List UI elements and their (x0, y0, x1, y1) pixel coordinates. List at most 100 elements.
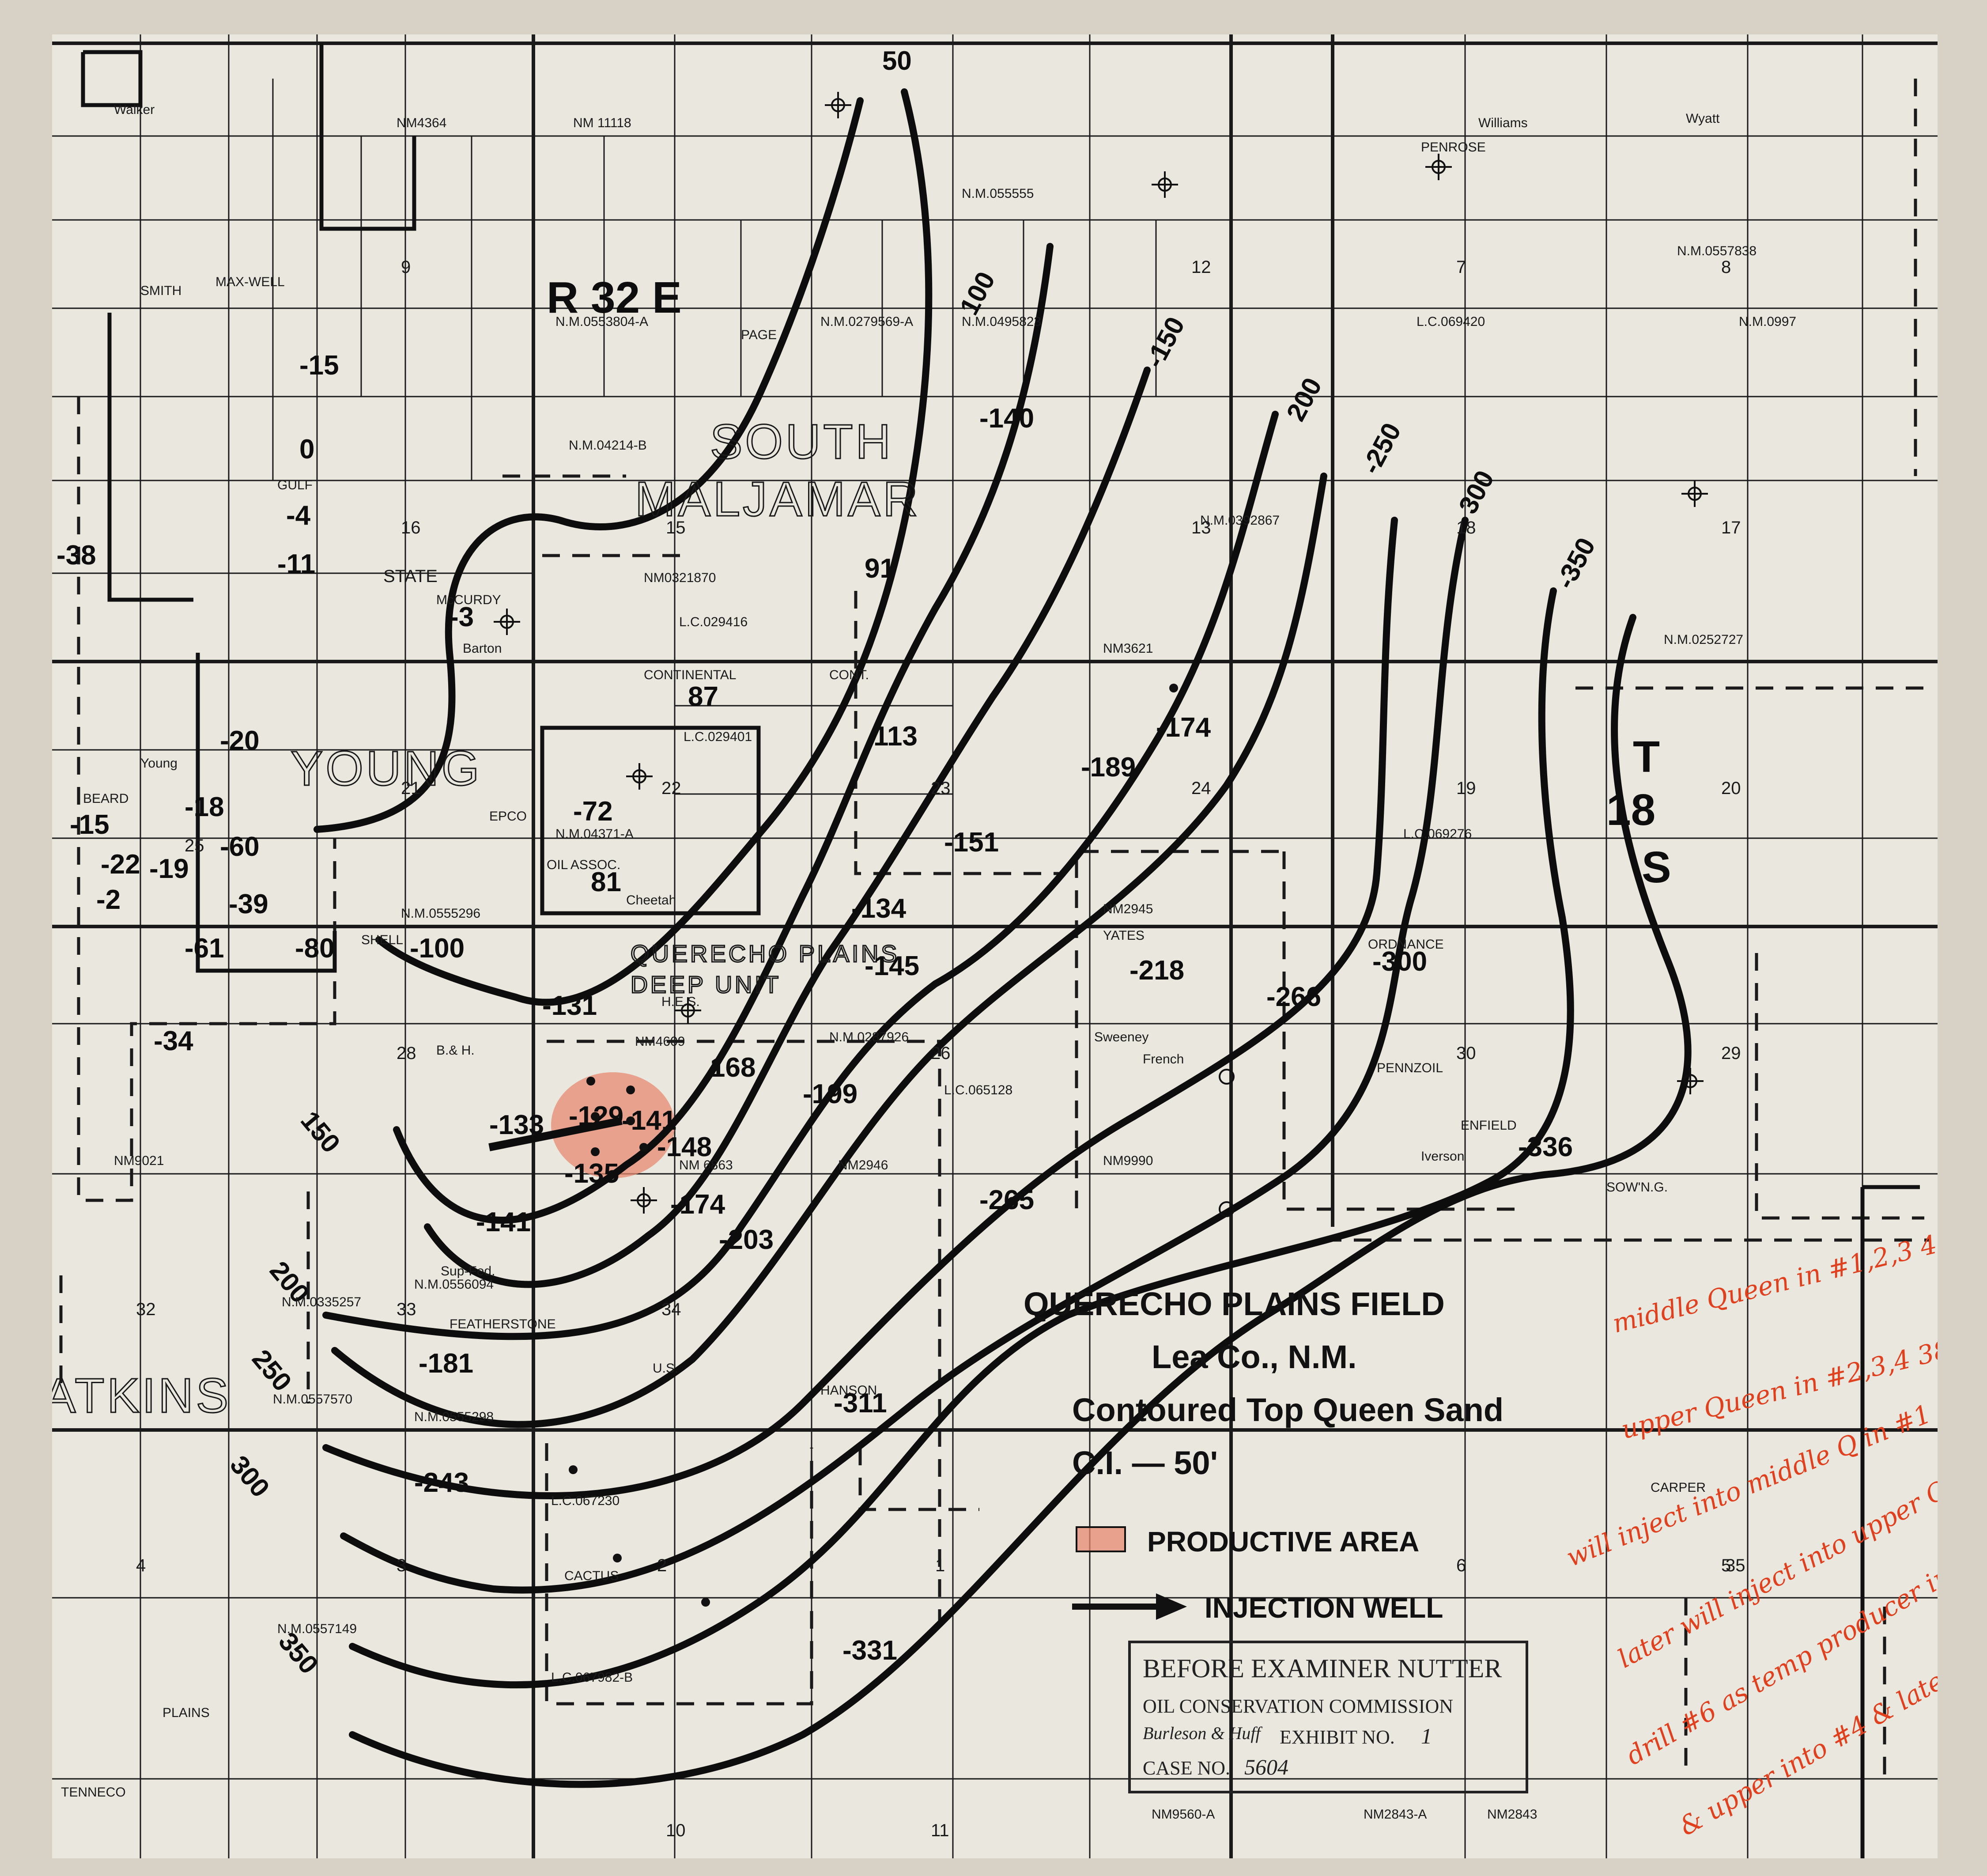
lease-label: NM0321870 (644, 571, 716, 585)
well-value: -19 (149, 854, 189, 884)
well-value: -18 (185, 792, 224, 822)
examiner-stamp: BEFORE EXAMINER NUTTER OIL CONSERVATION … (1128, 1641, 1528, 1793)
operator-label: FEATHERSTONE (450, 1317, 556, 1331)
section-number: 19 (1456, 779, 1476, 798)
operator-label: MAX-WELL (215, 275, 285, 289)
stamp-case-no: 5604 (1244, 1755, 1288, 1779)
lease-label: NM4609 (635, 1034, 685, 1049)
map-sheet: 50 100 -150 200 -250 300 -350 150 200 25… (52, 34, 1938, 1858)
section-number: 17 (1721, 518, 1741, 537)
operator-label: STATE (383, 567, 438, 586)
legend-productive-label: PRODUCTIVE AREA (1147, 1526, 1419, 1558)
stamp-case-label: CASE NO. (1143, 1757, 1230, 1779)
operator-labels: Walker Williams Wyatt PENROSE SMITH MAX-… (61, 102, 1720, 1800)
well-value: -199 (803, 1079, 858, 1109)
well-value: -148 (657, 1132, 712, 1162)
stamp-exhibit-label: EXHIBIT NO. (1280, 1726, 1395, 1748)
operator-label: PENNZOIL (1377, 1061, 1443, 1075)
lease-label: N.M.055555 (962, 186, 1034, 201)
well-value: -203 (719, 1225, 774, 1255)
section-number: 5 (1721, 1556, 1731, 1575)
well-value: -243 (414, 1468, 469, 1498)
well-value: -39 (229, 889, 268, 919)
lease-label: L.C.069420 (1417, 314, 1485, 329)
well-value: -135 (564, 1158, 619, 1189)
well-value: -61 (185, 933, 224, 964)
field-map: 50 100 -150 200 -250 300 -350 150 200 25… (52, 34, 1938, 1858)
lease-label: NM2945 (1103, 902, 1153, 916)
operator-label: Barton (463, 641, 502, 656)
well-value: -265 (979, 1185, 1034, 1215)
section-grid (52, 34, 1938, 1858)
well-value: -60 (220, 832, 260, 862)
unit-name-line2: DEEP UNIT (631, 972, 781, 998)
section-number: 25 (185, 836, 204, 855)
lease-label: NM2946 (838, 1158, 888, 1172)
lease-label: NM3621 (1103, 641, 1153, 656)
well-value: -266 (1266, 982, 1321, 1012)
operator-label: Sup-Fed. (441, 1264, 495, 1278)
section-number: 1 (935, 1556, 945, 1575)
contour-label: -350 (1550, 533, 1601, 594)
unit-outlines (81, 43, 1920, 1858)
well-value: -20 (220, 726, 260, 756)
contour-label: -150 (1139, 312, 1190, 373)
well-value: 0 (299, 434, 314, 465)
well-value: 168 (710, 1052, 756, 1083)
operator-label: Cheetah (626, 893, 676, 908)
lease-label: L.C.067982-B (551, 1670, 633, 1685)
well-value: -134 (851, 893, 907, 924)
well-value: 91 (865, 553, 895, 584)
well-value: -3 (450, 602, 474, 632)
contour-label: 50 (882, 46, 912, 76)
section-number: 2 (657, 1556, 667, 1575)
operator-label: B.& H. (436, 1043, 475, 1058)
county-title: Lea Co., N.M. (1152, 1339, 1357, 1375)
operator-label: SMITH (140, 284, 181, 298)
lease-label: L.C.067230 (551, 1494, 620, 1508)
well-value: -140 (979, 403, 1034, 434)
township-s: S (1642, 843, 1671, 892)
section-numbers: 7 8 9 12 13 15 16 17 18 19 20 21 22 23 2… (136, 257, 1745, 1840)
well-value: -15 (70, 809, 110, 840)
lease-label: NM9990 (1103, 1154, 1153, 1168)
township-18: 18 (1606, 785, 1655, 835)
operator-label: PAGE (741, 328, 777, 342)
lease-label: NM 6863 (679, 1158, 733, 1172)
well-value: -218 (1129, 955, 1184, 986)
section-number: 18 (1456, 518, 1476, 537)
lease-label: N.M.0392867 (1200, 513, 1280, 528)
well-value: 113 (873, 721, 918, 752)
section-number: 20 (1721, 779, 1741, 798)
lease-label: N.M.0553804-A (555, 314, 648, 329)
legend-productive-swatch (1076, 1526, 1126, 1552)
township-t: T (1633, 732, 1660, 782)
section-number: 34 (661, 1300, 681, 1319)
section-number: 7 (1456, 257, 1466, 277)
contour-interval: C.I. — 50' (1072, 1445, 1218, 1481)
section-number: 35 (1726, 1556, 1745, 1575)
lease-label: N.M.0252727 (1664, 632, 1743, 647)
section-number: 23 (931, 779, 951, 798)
section-number: 3 (397, 1556, 406, 1575)
operator-label: ENFIELD (1461, 1118, 1517, 1133)
stamp-name: Burleson & Huff (1143, 1723, 1263, 1743)
well-value: -100 (410, 933, 465, 964)
contour-label: 300 (224, 1450, 276, 1503)
lease-label: N.M.0287926 (829, 1030, 909, 1044)
section-number: 29 (1721, 1044, 1741, 1063)
well-value: -2 (96, 885, 121, 915)
operator-label: CARPER (1651, 1480, 1706, 1495)
operator-label: YATES (1103, 928, 1145, 943)
note-upper-into-4: & upper into #4 & later (1674, 1659, 1938, 1842)
lease-label: N.M.0557149 (277, 1622, 357, 1636)
operator-label: OIL ASSOC. (547, 858, 620, 872)
well-value: -189 (1081, 752, 1136, 783)
well-value: -141 (476, 1207, 531, 1237)
lease-label: N.M.0556094 (414, 1277, 494, 1292)
lease-label: NM2843 (1487, 1807, 1537, 1822)
operator-label: PENROSE (1421, 140, 1486, 155)
contour-label: 300 (1453, 465, 1500, 518)
contour-label: 100 (954, 267, 1001, 320)
well-value: -145 (865, 951, 919, 981)
